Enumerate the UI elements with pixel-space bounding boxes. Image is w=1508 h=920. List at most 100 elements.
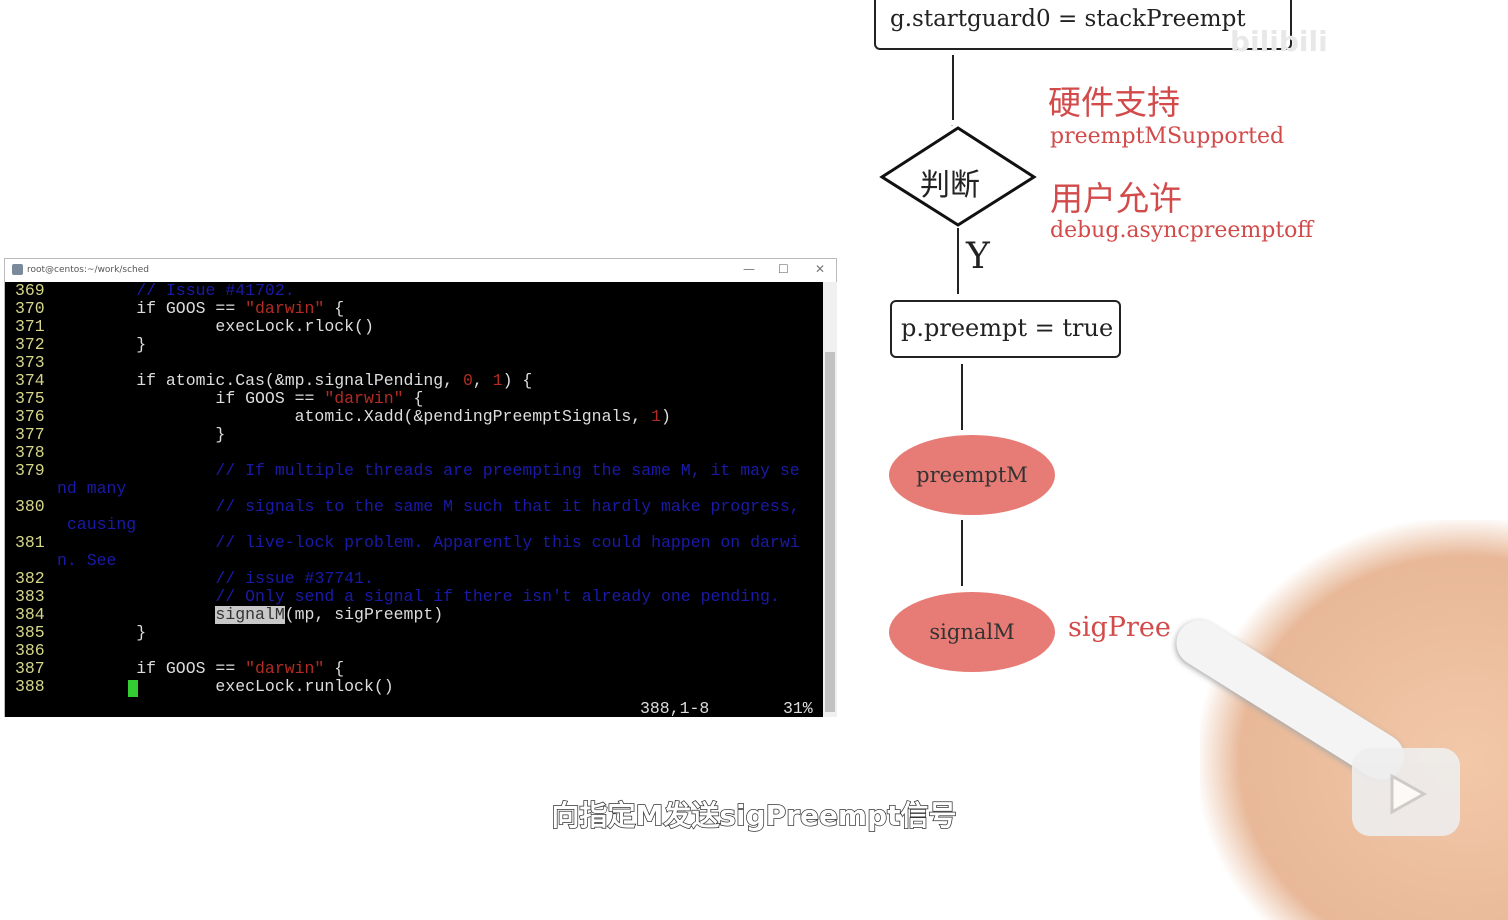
code-token: // signals to the same M such that it ha… [215, 497, 800, 516]
line-number: 383 [15, 587, 45, 606]
code-token: ) { [502, 371, 533, 390]
code-token: causing [57, 515, 137, 534]
title-bar: root@centos:~/work/sched — ☐ ✕ [5, 259, 836, 282]
code-token: signalM [215, 605, 285, 624]
code-text: n. See [57, 552, 116, 570]
vim-editor[interactable]: 369 // Issue #41702. 370 if GOOS == "darwin… [5, 281, 823, 718]
line-number: 382 [15, 569, 45, 588]
code-token: 1 [492, 371, 503, 390]
node-signalm: signalM [889, 592, 1055, 672]
code-token: "darwin" [324, 389, 404, 408]
decision-diamond [879, 125, 1037, 227]
code-text: } [57, 336, 146, 354]
line-number: 369 [15, 281, 45, 300]
code-token: if GOOS == [215, 389, 325, 408]
code-text: // live-lock problem. Apparently this co… [57, 533, 800, 552]
line-number: 370 [15, 299, 45, 318]
code-token: // live-lock problem. Apparently this co… [215, 533, 800, 552]
line-number: 378 [15, 443, 45, 462]
code-token: // issue #37741. [215, 569, 374, 588]
code-token: // Only send a signal if there isn't alr… [215, 587, 780, 606]
code-token: nd many [57, 479, 127, 498]
line-number: 387 [15, 659, 45, 678]
code-token: } [136, 335, 147, 354]
code-token: if atomic.Cas(&mp.signalPending, [136, 371, 463, 390]
code-token: (mp, sigPreempt) [284, 605, 444, 624]
line-number: 388 [15, 677, 45, 696]
signal-note: sigPree [1068, 612, 1171, 643]
subtitle: 向指定M发送sigPreempt信号 [551, 798, 958, 833]
code-token: "darwin" [245, 299, 325, 318]
code-text: signalM(mp, sigPreempt) [57, 606, 443, 624]
window-title: root@centos:~/work/sched [27, 265, 149, 275]
code-text: // issue #37741. [57, 569, 374, 588]
code-token: ) [661, 407, 671, 426]
arrow [961, 364, 963, 430]
code-text: if GOOS == "darwin" { [57, 300, 344, 318]
cursor [128, 680, 138, 697]
minimize-button[interactable]: — [743, 262, 755, 276]
code-token: { [403, 389, 424, 408]
code-token: , [472, 371, 493, 390]
arrow [961, 520, 963, 586]
code-text: nd many [57, 480, 126, 498]
code-text: // Issue #41702. [57, 281, 295, 300]
preempt-text: p.preempt = true [901, 314, 1114, 342]
code-token: // If multiple threads are preempting th… [215, 461, 800, 480]
scrollbar[interactable] [823, 282, 837, 717]
line-number: 372 [15, 335, 45, 354]
code-text: execLock.runlock() [57, 678, 393, 696]
code-token: } [215, 425, 226, 444]
arrow [952, 55, 954, 120]
code-text: // signals to the same M such that it ha… [57, 497, 800, 516]
code-token: } [136, 623, 147, 642]
code-token: n. See [57, 551, 117, 570]
maximize-button[interactable]: ☐ [778, 262, 789, 276]
decision-label: 判断 [920, 168, 980, 203]
line-number: 384 [15, 605, 45, 624]
scrollbar-thumb[interactable] [825, 352, 835, 712]
code-text: causing [57, 516, 136, 534]
terminal-window: root@centos:~/work/sched — ☐ ✕ 369 // Iss… [4, 258, 837, 718]
line-number: 373 [15, 353, 45, 372]
code-token: execLock.rlock() [215, 317, 374, 336]
arrow [957, 228, 959, 294]
line-number: 371 [15, 317, 45, 336]
code-text: if GOOS == "darwin" { [57, 390, 423, 408]
close-button[interactable]: ✕ [815, 262, 826, 276]
code-text: } [57, 624, 146, 642]
condition-hardware-code: preemptMSupported [1050, 124, 1285, 149]
condition-hardware: 硬件支持 [1048, 83, 1180, 122]
code-text: // If multiple threads are preempting th… [57, 461, 800, 480]
code-token: if GOOS == [136, 299, 246, 318]
code-text: // Only send a signal if there isn't alr… [57, 587, 780, 606]
startguard-box: g.startguard0 = stackPreempt [874, 0, 1292, 50]
line-number: 386 [15, 641, 45, 660]
line-number: 377 [15, 425, 45, 444]
code-token: 0 [462, 371, 473, 390]
code-token: // Issue #41702. [136, 281, 295, 300]
yes-label: Y [966, 236, 990, 277]
putty-icon [12, 264, 23, 275]
bilibili-play-icon[interactable] [1352, 748, 1460, 836]
code-text: if GOOS == "darwin" { [57, 660, 344, 678]
code-token: { [324, 659, 345, 678]
line-number: 380 [15, 497, 45, 516]
preempt-box: p.preempt = true [890, 300, 1121, 358]
condition-user: 用户允许 [1050, 179, 1182, 218]
code-token: if GOOS == [136, 659, 246, 678]
code-token: 1 [651, 407, 661, 426]
line-number: 381 [15, 533, 45, 552]
bilibili-watermark: bilibili [1230, 25, 1328, 58]
cursor-position: 388,1-8 [640, 699, 710, 718]
file-percent: 31% [783, 699, 813, 718]
code-text: if atomic.Cas(&mp.signalPending, 0, 1) { [57, 372, 532, 390]
node-preemptm: preemptM [889, 435, 1055, 515]
code-text: atomic.Xadd(&pendingPreemptSignals, 1) [57, 408, 671, 426]
code-text: execLock.rlock() [57, 317, 374, 336]
line-number: 375 [15, 389, 45, 408]
line-number: 374 [15, 371, 45, 390]
startguard-text: g.startguard0 = stackPreempt [890, 6, 1246, 32]
code-token: atomic.Xadd(&pendingPreemptSignals, [294, 407, 652, 426]
code-token: { [324, 299, 345, 318]
